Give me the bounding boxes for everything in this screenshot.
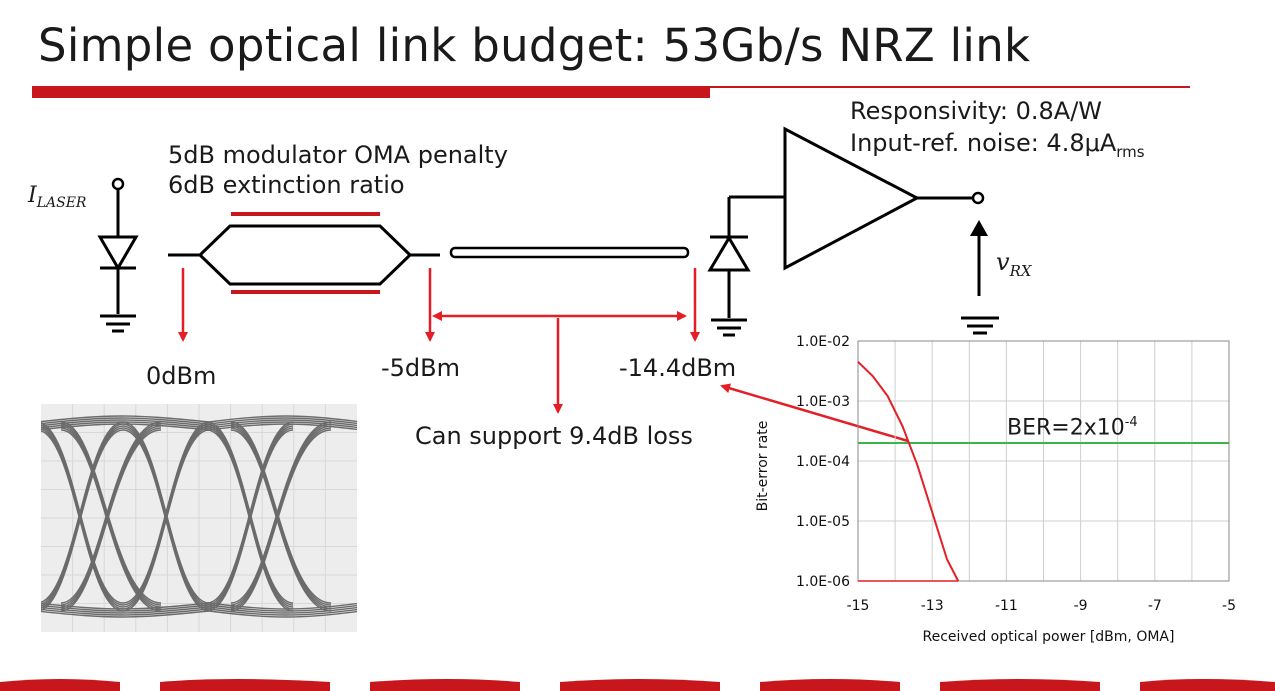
tia-amplifier: [783, 126, 985, 271]
x-tick-label: -11: [995, 598, 1018, 614]
slide-title: Simple optical link budget: 53Gb/s NRZ l…: [38, 19, 1031, 72]
laser-diode: [97, 177, 139, 333]
input-noise-text: Input-ref. noise: 4.8μArms: [850, 129, 1145, 161]
loss-budget-text: Can support 9.4dB loss: [415, 422, 693, 450]
responsivity-text: Responsivity: 0.8A/W: [850, 97, 1103, 125]
output-voltage-arrow: [970, 220, 988, 296]
modulator-power-label: -5dBm: [381, 354, 461, 382]
y-tick-label: 1.0E-02: [796, 334, 850, 350]
x-tick-label: -5: [1222, 598, 1236, 614]
ber-threshold-label: BER=2x10-4: [1007, 415, 1138, 441]
x-tick-label: -15: [847, 598, 870, 614]
y-tick-label: 1.0E-03: [796, 394, 850, 410]
x-tick-label: -13: [921, 598, 944, 614]
extinction-ratio-text: 6dB extinction ratio: [168, 171, 405, 199]
optical-fiber: [449, 246, 690, 259]
ber-curve: [857, 361, 960, 582]
ber-chart: 1.0E-02 1.0E-03 1.0E-04 1.0E-05 1.0E-06 -15 -1…: [755, 334, 1236, 645]
output-voltage-label: vRX: [996, 248, 1032, 280]
laser-power-label: 0dBm: [146, 362, 217, 390]
output-ground: [961, 316, 999, 335]
y-tick-label: 1.0E-06: [796, 574, 850, 590]
receiver-power-label: -14.4dBm: [619, 354, 737, 382]
x-tick-label: -9: [1074, 598, 1088, 614]
modulator-penalty-text: 5dB modulator OMA penalty: [168, 141, 508, 169]
y-tick-label: 1.0E-05: [796, 514, 850, 530]
plot-frame: [857, 340, 1230, 582]
y-axis-title: Bit-error rate: [755, 421, 771, 512]
x-tick-label: -7: [1148, 598, 1162, 614]
x-axis-title: Received optical power [dBm, OMA]: [923, 629, 1175, 645]
photodiode: [707, 195, 785, 337]
title-underline-thin: [710, 86, 1190, 88]
footer-band: [0, 679, 1275, 691]
laser-current-label: ILASER: [28, 183, 87, 211]
title-underline-thick: [32, 86, 710, 98]
mach-zehnder-modulator: [168, 212, 440, 294]
y-tick-label: 1.0E-04: [796, 454, 850, 470]
eye-diagram: [36, 404, 362, 632]
power-arrows: [178, 268, 909, 443]
